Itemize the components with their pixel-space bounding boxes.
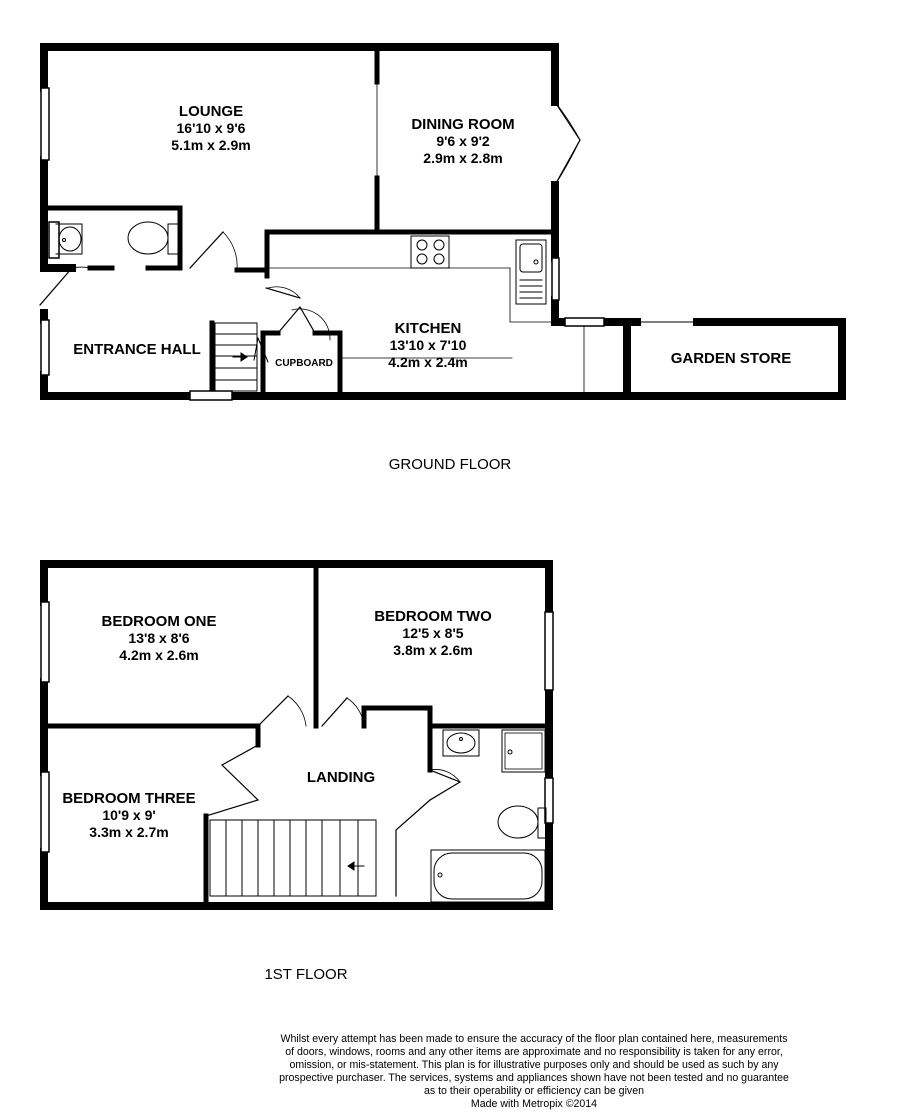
ground-floor-windows <box>40 87 698 401</box>
ground-floor-plan <box>39 43 846 401</box>
kitchen-metric: 4.2m x 2.4m <box>388 354 467 370</box>
ground-floor-interior-walls <box>41 44 558 399</box>
landing-name: LANDING <box>307 769 375 786</box>
bedroom-two-name: BEDROOM TWO <box>374 608 492 625</box>
ground-floor-doors <box>39 101 581 341</box>
bedroom-one-name: BEDROOM ONE <box>101 613 216 630</box>
kitchen-imperial: 13'10 x 7'10 <box>390 337 467 353</box>
first-floor-stairs <box>209 819 377 897</box>
first-floor-label: 1ST FLOOR <box>264 966 347 983</box>
cupboard-name: CUPBOARD <box>275 358 333 369</box>
bedroom-two-imperial: 12'5 x 8'5 <box>402 625 463 641</box>
bedroom-three-name: BEDROOM THREE <box>62 790 195 807</box>
disclaimer-line: Whilst every attempt has been made to en… <box>280 1033 788 1045</box>
dining-room-imperial: 9'6 x 9'2 <box>436 133 490 149</box>
ground-floor-walls <box>40 43 846 400</box>
ground-floor-fixtures <box>55 221 547 305</box>
first-floor-interior-walls <box>41 561 552 909</box>
bedroom-one-metric: 4.2m x 2.6m <box>119 647 198 663</box>
first-floor-plan <box>40 560 554 910</box>
kitchen-name: KITCHEN <box>395 320 462 337</box>
disclaimer-line: of doors, windows, rooms and any other i… <box>285 1046 783 1058</box>
first-floor-walls <box>40 560 553 910</box>
entrance-hall-name: ENTRANCE HALL <box>73 341 201 358</box>
bedroom-three-metric: 3.3m x 2.7m <box>89 824 168 840</box>
bedroom-one-imperial: 13'8 x 8'6 <box>128 630 189 646</box>
first-floor-doors <box>205 695 462 897</box>
ground-floor-stairs <box>214 322 269 392</box>
ground-floor-label: GROUND FLOOR <box>389 456 512 473</box>
disclaimer-line: omission, or mis-statement. This plan is… <box>289 1059 779 1071</box>
disclaimer-line: as to their operability or efficiency ca… <box>423 1085 645 1097</box>
bedroom-two-metric: 3.8m x 2.6m <box>393 642 472 658</box>
lounge-imperial: 16'10 x 9'6 <box>177 120 246 136</box>
lounge-metric: 5.1m x 2.9m <box>171 137 250 153</box>
credit-text: Made with Metropix ©2014 <box>470 1098 598 1110</box>
ground-floor-thin-lines <box>269 81 585 393</box>
dining-room-name: DINING ROOM <box>411 116 514 133</box>
bedroom-three-imperial: 10'9 x 9' <box>102 807 155 823</box>
lounge-name: LOUNGE <box>179 103 243 120</box>
first-floor-labels: BEDROOM ONE 13'8 x 8'6 4.2m x 2.6m BEDRO… <box>62 608 492 983</box>
disclaimer-line: prospective purchaser. The services, sys… <box>279 1072 789 1084</box>
first-floor-windows <box>40 601 554 853</box>
disclaimer: Whilst every attempt has been made to en… <box>238 1033 830 1111</box>
dining-room-metric: 2.9m x 2.8m <box>423 150 502 166</box>
ground-floor-labels: LOUNGE 16'10 x 9'6 5.1m x 2.9m DINING RO… <box>73 103 791 473</box>
floor-plan: LOUNGE 16'10 x 9'6 5.1m x 2.9m DINING RO… <box>39 43 846 983</box>
garden-store-name: GARDEN STORE <box>671 350 792 367</box>
first-floor-fixtures <box>430 729 547 903</box>
